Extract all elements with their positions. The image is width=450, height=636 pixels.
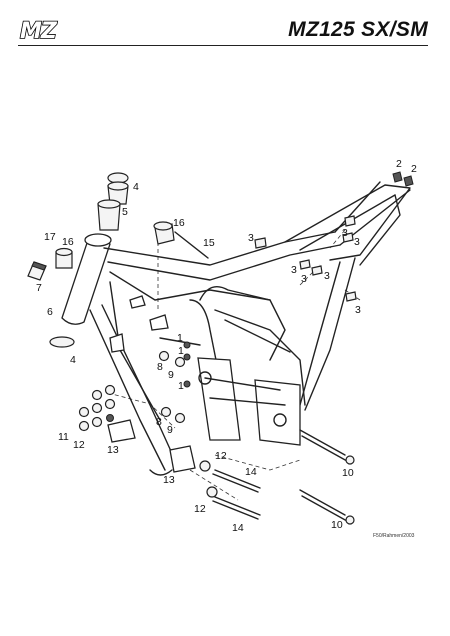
nut-2a [392, 171, 403, 183]
callout-3: 3 [354, 236, 360, 248]
callout-8: 8 [157, 361, 163, 373]
callout-2: 2 [411, 163, 417, 175]
callout-10: 10 [331, 519, 343, 531]
callout-7: 7 [36, 282, 42, 294]
callout-2: 2 [396, 158, 402, 170]
callout-10: 10 [342, 467, 354, 479]
callout-12: 12 [215, 450, 227, 462]
callout-4: 4 [133, 181, 139, 193]
steering-head-top [84, 233, 112, 247]
callout-14: 14 [232, 522, 244, 534]
callout-3: 3 [324, 270, 330, 282]
parts [27, 171, 414, 525]
callout-16: 16 [62, 236, 74, 248]
header-divider [18, 45, 428, 46]
nut-2b [403, 175, 414, 187]
bolt-15 [174, 231, 209, 259]
callout-3: 3 [291, 264, 297, 276]
callout-3: 3 [342, 227, 348, 239]
callout-14: 14 [245, 466, 257, 478]
bolt-14-upper [214, 469, 261, 489]
bearing-cup-lower [49, 336, 75, 348]
callout-15: 15 [203, 237, 215, 249]
callout-12: 12 [194, 503, 206, 515]
callout-13: 13 [107, 444, 119, 456]
callout-16: 16 [173, 217, 185, 229]
callout-3: 3 [248, 232, 254, 244]
bolt-10-upper [299, 429, 346, 456]
callout-11: 11 [58, 431, 69, 443]
pivot-plate-right [254, 379, 301, 446]
page-header: MZ MZ125 SX/SM [0, 0, 450, 50]
mz-logo: MZ [19, 18, 59, 42]
engine-mount-bracket-lower [169, 445, 196, 473]
callout-3: 3 [301, 273, 307, 285]
callout-8: 8 [156, 416, 162, 428]
model-title: MZ125 SX/SM [288, 18, 428, 41]
main-frame [61, 181, 411, 476]
mz-logo-text: MZ [20, 19, 58, 42]
callout-6: 6 [47, 306, 53, 318]
bolt-10-lower [299, 489, 346, 516]
engine-mount-bracket-upper [107, 419, 136, 443]
callout-3: 3 [355, 304, 361, 316]
callout-9: 9 [168, 369, 174, 381]
callout-4: 4 [70, 354, 76, 366]
callout-9: 9 [167, 424, 173, 436]
callout-labels: 2 2 4 5 16 15 17 16 7 6 4 3 3 3 3 3 3 3 … [36, 158, 417, 539]
callout-1: 1 [178, 345, 184, 357]
callout-12: 12 [73, 439, 85, 451]
bolt-14-lower [214, 496, 261, 516]
callout-5: 5 [122, 206, 128, 218]
callout-1: 1 [178, 380, 184, 392]
callout-17: 17 [44, 231, 56, 243]
callout-1: 1 [177, 332, 183, 344]
reference-code: F50/Rahmen/2003 [373, 533, 415, 539]
callout-13: 13 [163, 474, 175, 486]
